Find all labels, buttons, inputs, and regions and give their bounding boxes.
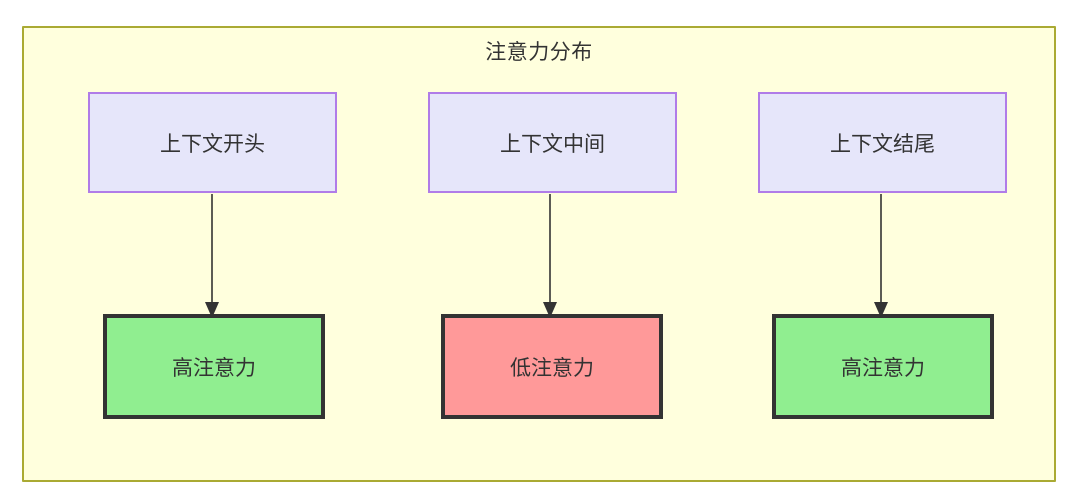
node-label: 高注意力 [172,356,256,380]
node-label: 上下文中间 [500,132,605,156]
node-attention-high-start[interactable]: 高注意力 [103,314,325,419]
node-context-start[interactable]: 上下文开头 [88,92,337,193]
node-label: 上下文结尾 [830,132,935,156]
node-attention-low-middle[interactable]: 低注意力 [441,314,663,419]
node-label: 上下文开头 [160,132,265,156]
edge-context-end-to-high [874,194,888,318]
node-context-middle[interactable]: 上下文中间 [428,92,677,193]
diagram-title: 注意力分布 [485,41,593,64]
edge-context-middle-to-low [543,194,557,318]
node-label: 高注意力 [841,356,925,380]
node-attention-high-end[interactable]: 高注意力 [772,314,994,419]
edge-context-start-to-high [205,194,219,318]
node-context-end[interactable]: 上下文结尾 [758,92,1007,193]
node-label: 低注意力 [510,356,594,380]
